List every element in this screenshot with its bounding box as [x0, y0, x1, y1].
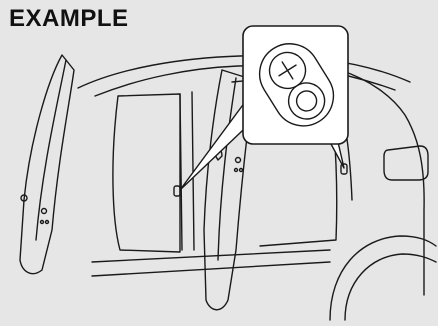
front-door-open	[20, 55, 74, 274]
front-door-opening	[113, 94, 180, 252]
car-rear-body	[340, 70, 424, 295]
door-sill	[92, 250, 330, 262]
door-sill-lower	[92, 262, 330, 276]
door-switch-front	[174, 186, 180, 196]
rear-wheel-arch-inner	[345, 254, 436, 320]
rear-door-frame	[218, 78, 236, 260]
rear-door-lock	[236, 158, 241, 163]
front-door-lock	[42, 209, 47, 214]
